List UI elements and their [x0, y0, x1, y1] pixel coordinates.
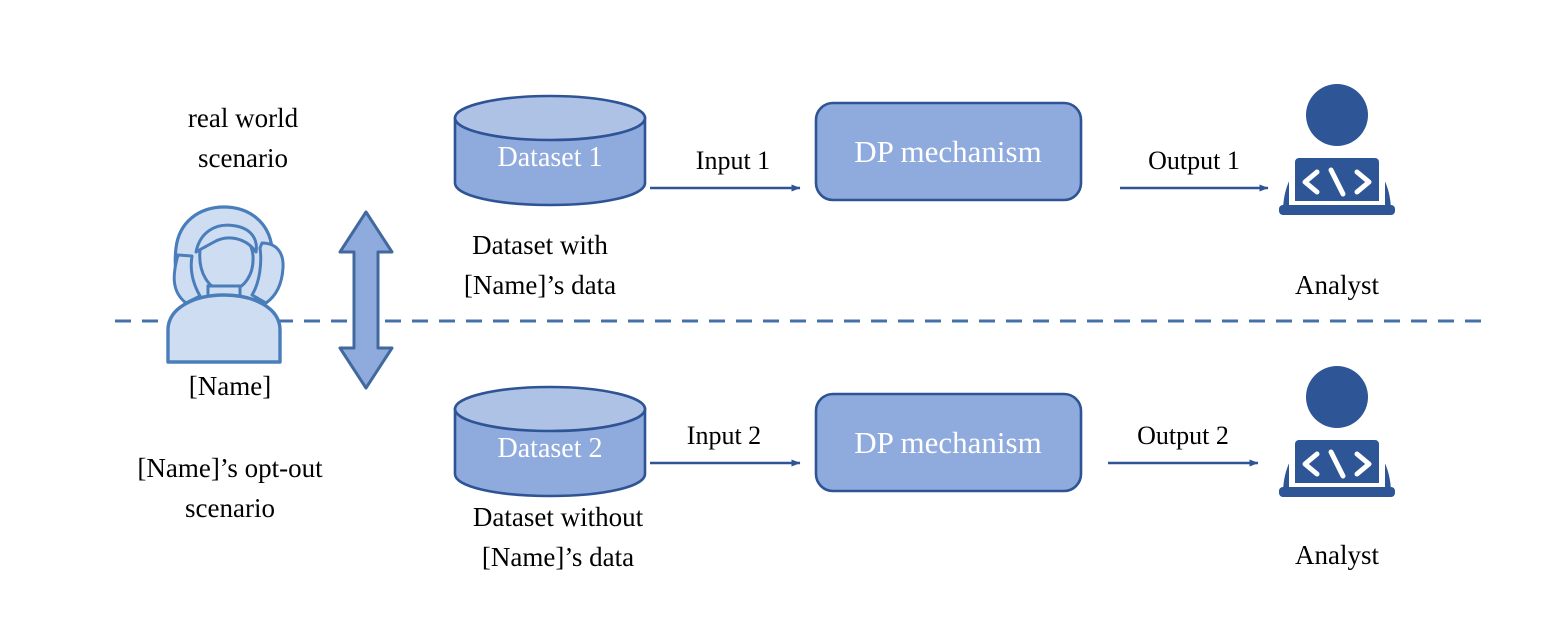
dataset-2-caption: Dataset without [Name]’s data [368, 497, 748, 577]
output-arrow-1-label: Output 1 [1148, 146, 1240, 175]
output-arrow-2-label: Output 2 [1137, 421, 1229, 450]
dp-mechanism-1-label: DP mechanism [854, 134, 1042, 169]
dp-mechanism-box-1[interactable] [816, 103, 1081, 200]
dataset-cylinder-2-label: Dataset 2 [497, 433, 603, 464]
dataset-1-caption: Dataset with [Name]’s data [375, 225, 705, 305]
vertical-double-arrow[interactable] [340, 212, 392, 388]
optout-scenario-line1: [Name]’s opt-out [137, 453, 323, 483]
real-world-scenario-label: real world scenario [113, 98, 373, 178]
optout-scenario-line2: scenario [185, 493, 275, 523]
woman-avatar-icon[interactable] [168, 205, 283, 363]
analyst-1-label: Analyst [1295, 270, 1379, 300]
dataset-2-caption-line1: Dataset without [472, 502, 644, 532]
dataset-cylinder-2[interactable] [455, 387, 645, 497]
dataset-2-caption-line2: [Name]’s data [481, 542, 635, 572]
dp-mechanism-box-2[interactable] [816, 394, 1081, 491]
real-world-scenario-line2: scenario [198, 143, 288, 173]
analyst-icon-1[interactable] [1279, 84, 1395, 216]
analyst-icon-2[interactable] [1279, 366, 1395, 498]
person-name-label: [Name] [188, 371, 272, 401]
dataset-cylinder-1-label: Dataset 1 [497, 142, 603, 173]
input-arrow-2-label: Input 2 [686, 421, 762, 450]
optout-scenario-label: [Name]’s opt-out scenario [65, 448, 395, 528]
dataset-1-caption-line2: [Name]’s data [463, 270, 617, 300]
dp-mechanism-2-label: DP mechanism [854, 425, 1042, 460]
analyst-2-label: Analyst [1295, 540, 1379, 570]
real-world-scenario-line1: real world [187, 103, 299, 133]
dataset-1-caption-line1: Dataset with [472, 230, 608, 260]
dataset-cylinder-1[interactable] [455, 96, 645, 206]
input-arrow-1-label: Input 1 [695, 146, 771, 175]
